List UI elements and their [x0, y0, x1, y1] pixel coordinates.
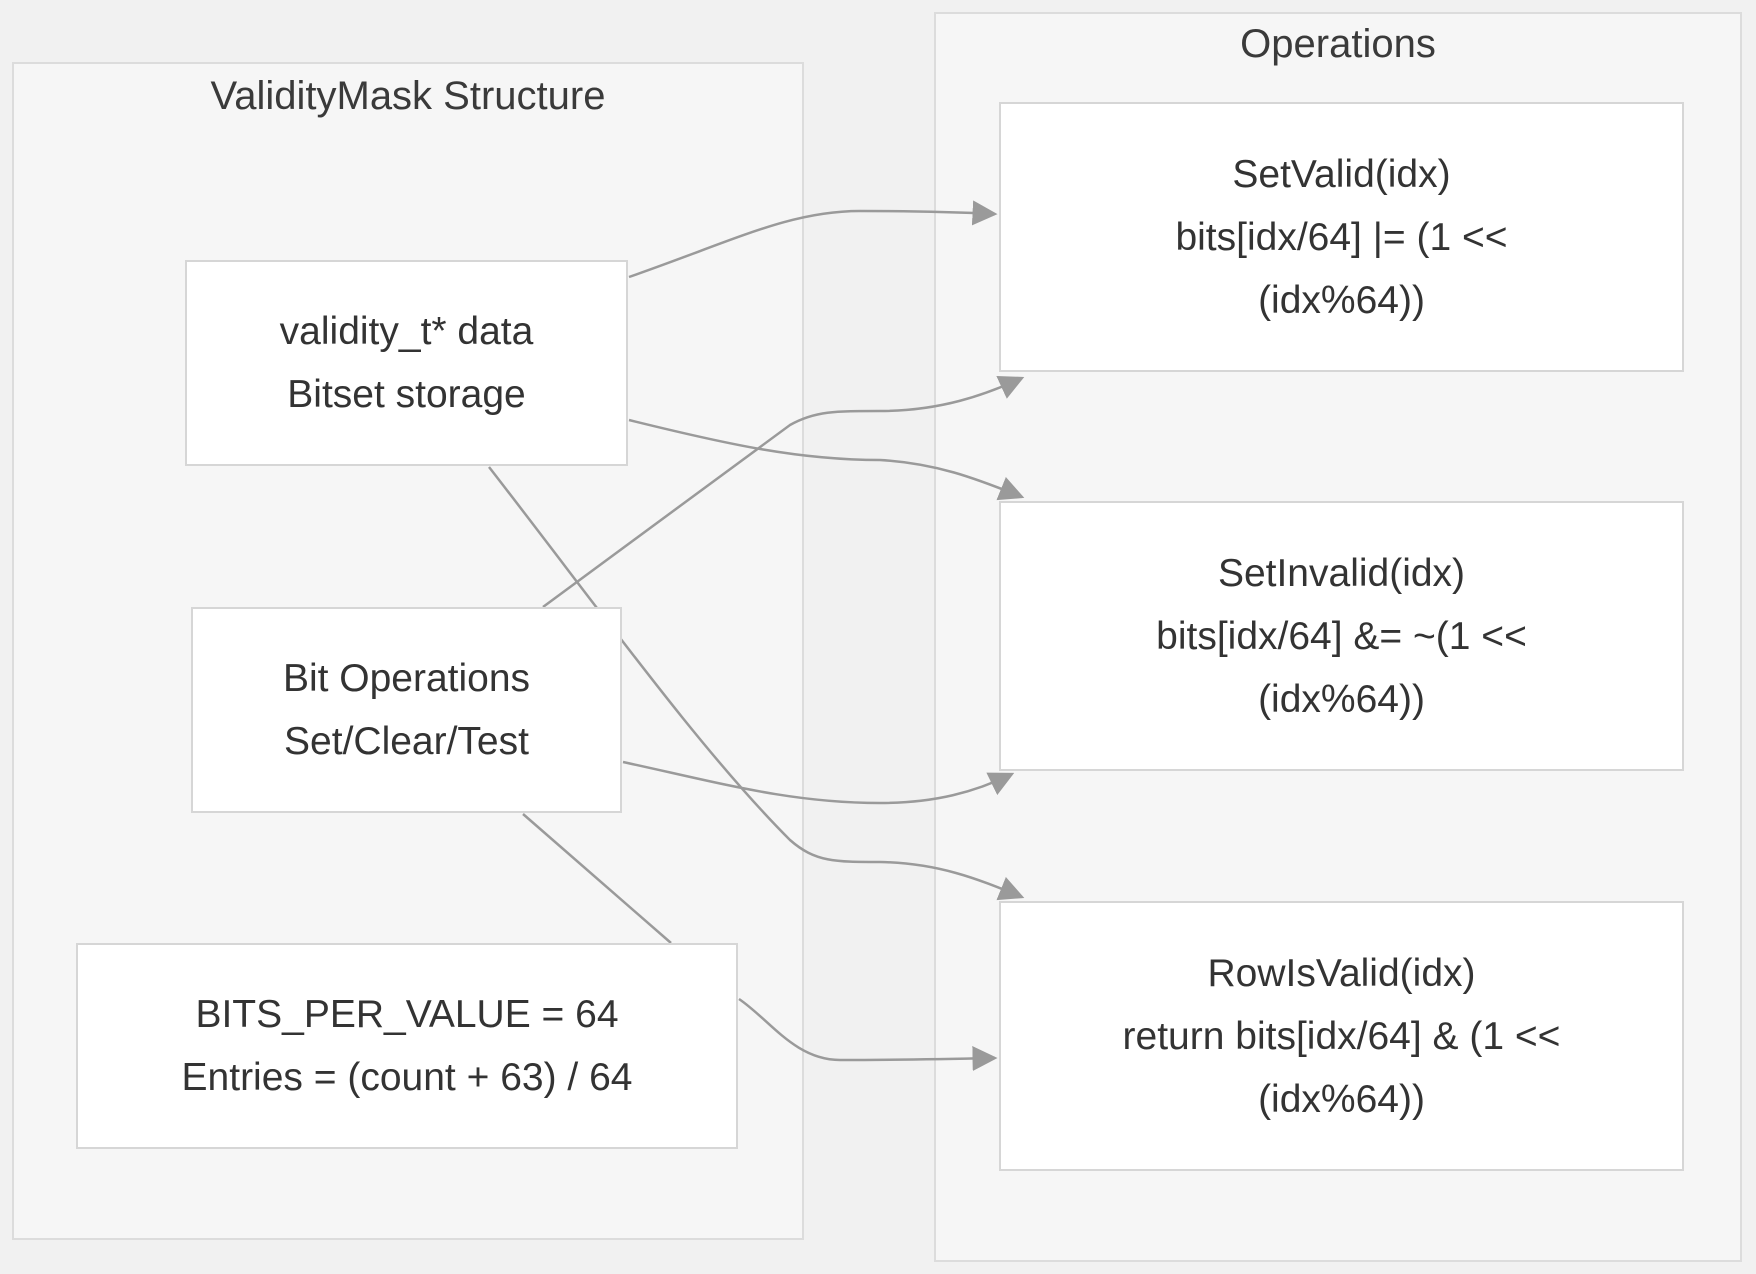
- node-bit-operations-line-2: Set/Clear/Test: [284, 720, 529, 763]
- node-row-is-valid-line-2: return bits[idx/64] & (1 <<: [1122, 1014, 1561, 1058]
- node-row-is-valid-line-3: (idx%64)): [1258, 1077, 1425, 1121]
- node-set-valid: SetValid(idx) bits[idx/64] |= (1 << (idx…: [999, 102, 1684, 372]
- edge-bit-operations-to-set-valid: [542, 376, 1025, 609]
- cluster-title-operations: Operations: [1240, 22, 1436, 66]
- edge-bits-per-value-to-row-is-valid: [738, 997, 998, 1071]
- cluster-title-structure: ValidityMask Structure: [210, 74, 606, 118]
- node-bits-per-value-line-1: BITS_PER_VALUE = 64: [195, 993, 619, 1036]
- node-row-is-valid: RowIsValid(idx) return bits[idx/64] & (1…: [999, 901, 1684, 1171]
- edge-validity-data-to-set-valid: [628, 200, 998, 279]
- node-validity-data: validity_t* data Bitset storage: [185, 260, 628, 466]
- node-validity-data-line-1: validity_t* data: [279, 310, 534, 353]
- node-set-valid-line-2: bits[idx/64] |= (1 <<: [1175, 215, 1508, 259]
- node-bits-per-value: BITS_PER_VALUE = 64 Entries = (count + 6…: [76, 943, 738, 1149]
- node-set-valid-line-1: SetValid(idx): [1232, 152, 1451, 196]
- node-bit-operations-line-1: Bit Operations: [282, 657, 531, 700]
- node-bit-operations: Bit Operations Set/Clear/Test: [191, 607, 622, 813]
- edge-segment-bit-operations-to-bits-per-value: [522, 813, 672, 944]
- node-set-invalid: SetInvalid(idx) bits[idx/64] &= ~(1 << (…: [999, 501, 1684, 771]
- node-set-invalid-line-1: SetInvalid(idx): [1217, 551, 1466, 595]
- node-set-invalid-line-2: bits[idx/64] &= ~(1 <<: [1156, 614, 1527, 658]
- node-set-invalid-line-3: (idx%64)): [1258, 677, 1425, 721]
- node-bits-per-value-line-2: Entries = (count + 63) / 64: [181, 1056, 633, 1099]
- node-row-is-valid-line-1: RowIsValid(idx): [1207, 951, 1476, 995]
- edge-validity-data-to-set-invalid: [628, 418, 1025, 501]
- node-set-valid-line-3: (idx%64)): [1258, 278, 1425, 322]
- edge-bit-operations-to-set-invalid: [622, 760, 1015, 805]
- node-validity-data-line-2: Bitset storage: [287, 373, 526, 416]
